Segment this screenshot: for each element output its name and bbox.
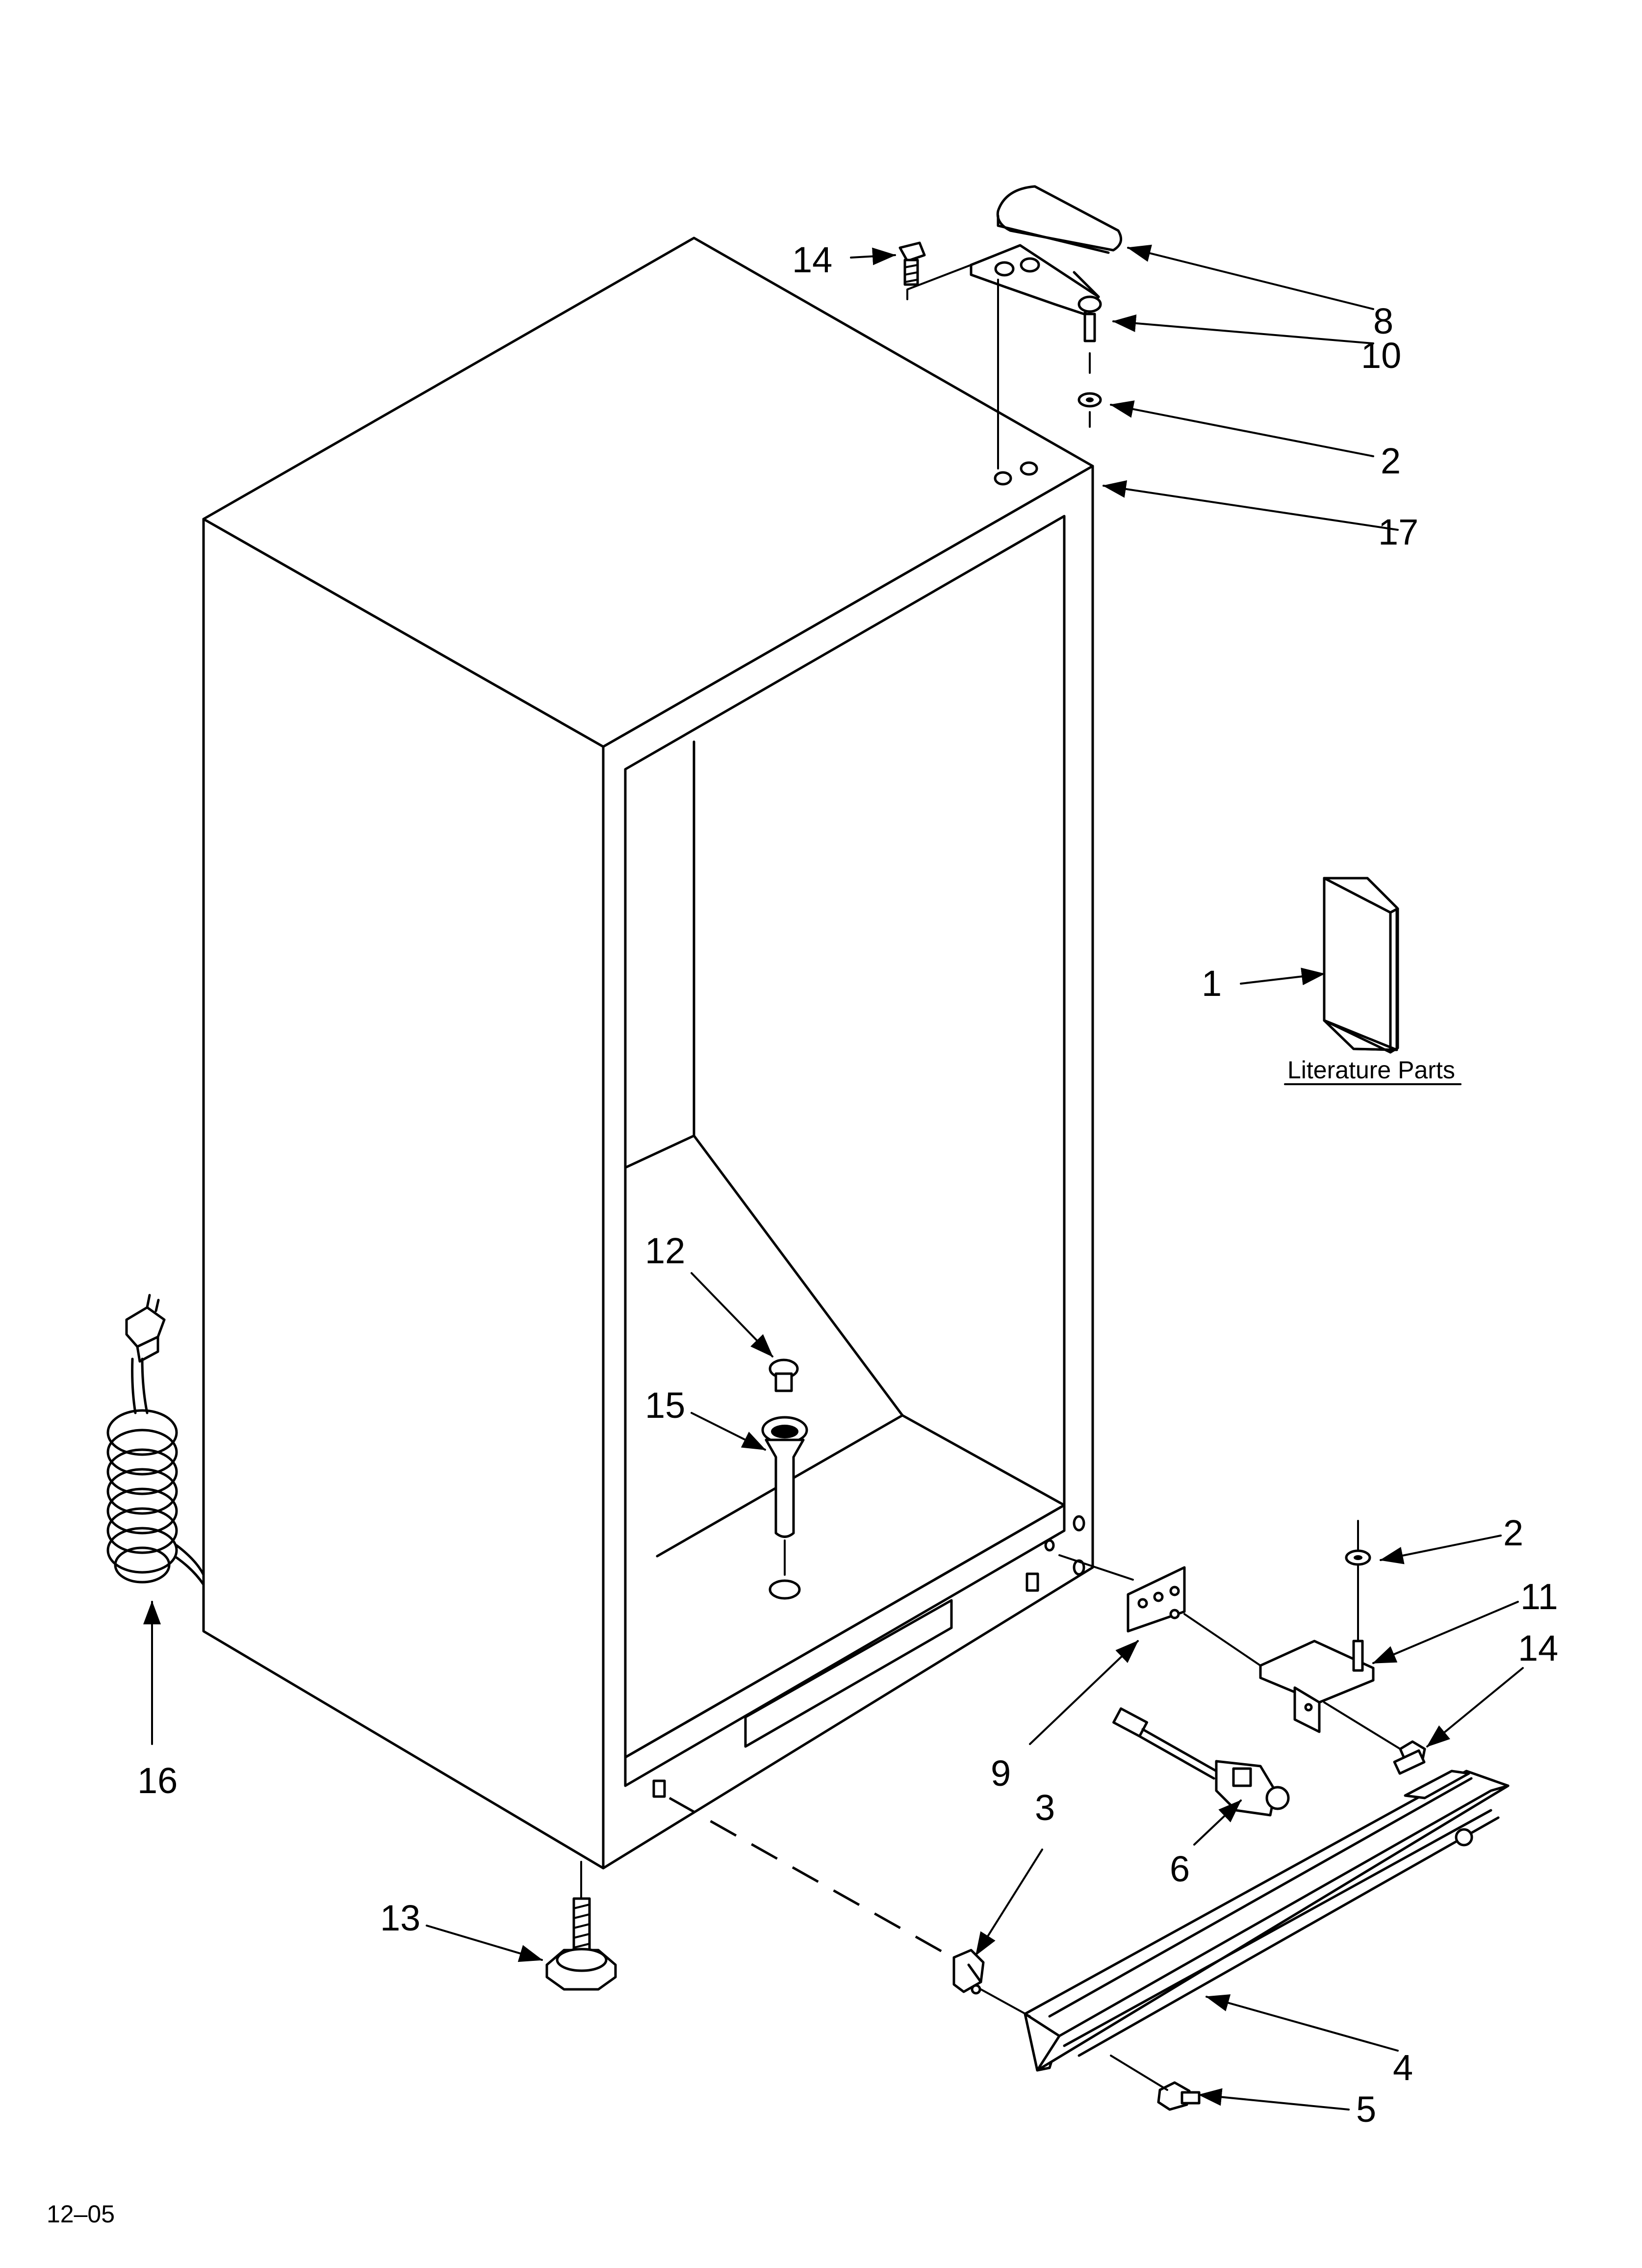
grille-screw bbox=[1157, 2081, 1201, 2111]
callout-16: 16 bbox=[137, 1760, 178, 1801]
callout-11: 11 bbox=[1520, 1576, 1558, 1617]
callout-13: 13 bbox=[380, 1898, 420, 1938]
lower-hinge-bracket bbox=[1259, 1520, 1375, 1733]
callout-4: 4 bbox=[1393, 2047, 1413, 2088]
drain-tube bbox=[761, 1416, 808, 1600]
screw-bottom bbox=[1393, 1740, 1426, 1775]
callout-8: 8 bbox=[1373, 301, 1393, 341]
callout-9: 9 bbox=[991, 1753, 1011, 1794]
screw-top bbox=[898, 241, 926, 286]
callout-2-top: 2 bbox=[1381, 441, 1401, 481]
leveling-leg bbox=[545, 1897, 617, 1991]
top-hinge-cover bbox=[996, 185, 1123, 254]
callout-17: 17 bbox=[1378, 512, 1418, 552]
power-cord bbox=[106, 1294, 205, 1586]
lower-hinge-plate bbox=[1127, 1566, 1186, 1633]
literature-parts-label: Literature Parts bbox=[1287, 1056, 1455, 1084]
footer-code: 12–05 bbox=[47, 2200, 115, 2228]
callout-15: 15 bbox=[645, 1385, 685, 1426]
door-switch-harness bbox=[1112, 1707, 1290, 1817]
callout-14-top: 14 bbox=[792, 239, 832, 280]
callout-5: 5 bbox=[1356, 2089, 1376, 2130]
literature-book bbox=[1323, 877, 1399, 1054]
cabinet-shell bbox=[202, 236, 1094, 1870]
drain-plug bbox=[769, 1358, 799, 1392]
grille-clip bbox=[952, 1949, 985, 1995]
callout-12: 12 bbox=[645, 1230, 685, 1271]
callout-10: 10 bbox=[1361, 335, 1401, 376]
washer-bottom bbox=[1345, 1549, 1371, 1566]
top-hinge-bracket bbox=[970, 244, 1102, 315]
washer-top bbox=[1078, 392, 1102, 428]
callout-2-bottom: 2 bbox=[1503, 1512, 1523, 1553]
leader-lines bbox=[143, 244, 1524, 2111]
callout-3: 3 bbox=[1035, 1787, 1055, 1828]
toe-grille bbox=[1024, 1770, 1510, 2072]
callout-6: 6 bbox=[1170, 1849, 1190, 1889]
callout-1: 1 bbox=[1202, 963, 1222, 1004]
callout-14-bottom: 14 bbox=[1518, 1628, 1558, 1668]
hinge-pin bbox=[1083, 313, 1096, 374]
